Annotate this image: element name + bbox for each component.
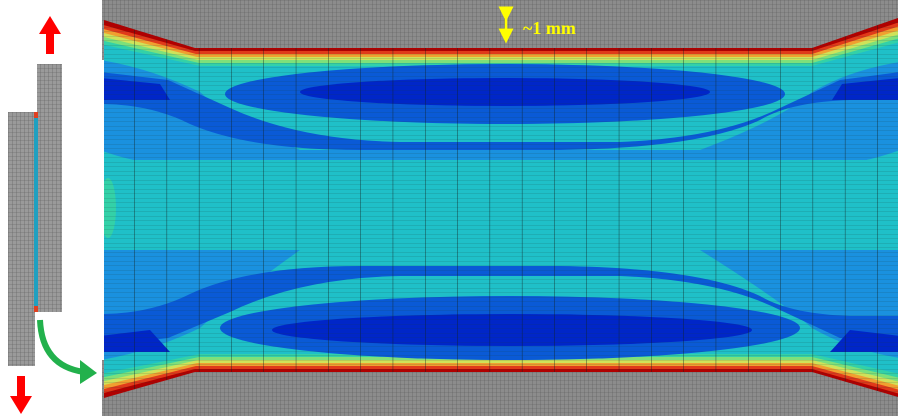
thickness-label: ~1 mm — [523, 18, 576, 38]
zoomed-adhesive-contour — [102, 0, 898, 416]
curved-arrow-icon — [37, 319, 97, 384]
lap-joint-overview — [8, 64, 62, 366]
adhesive-layer-overview — [34, 112, 38, 312]
arrow-up-icon — [39, 16, 61, 54]
arrow-down-icon — [10, 376, 32, 414]
